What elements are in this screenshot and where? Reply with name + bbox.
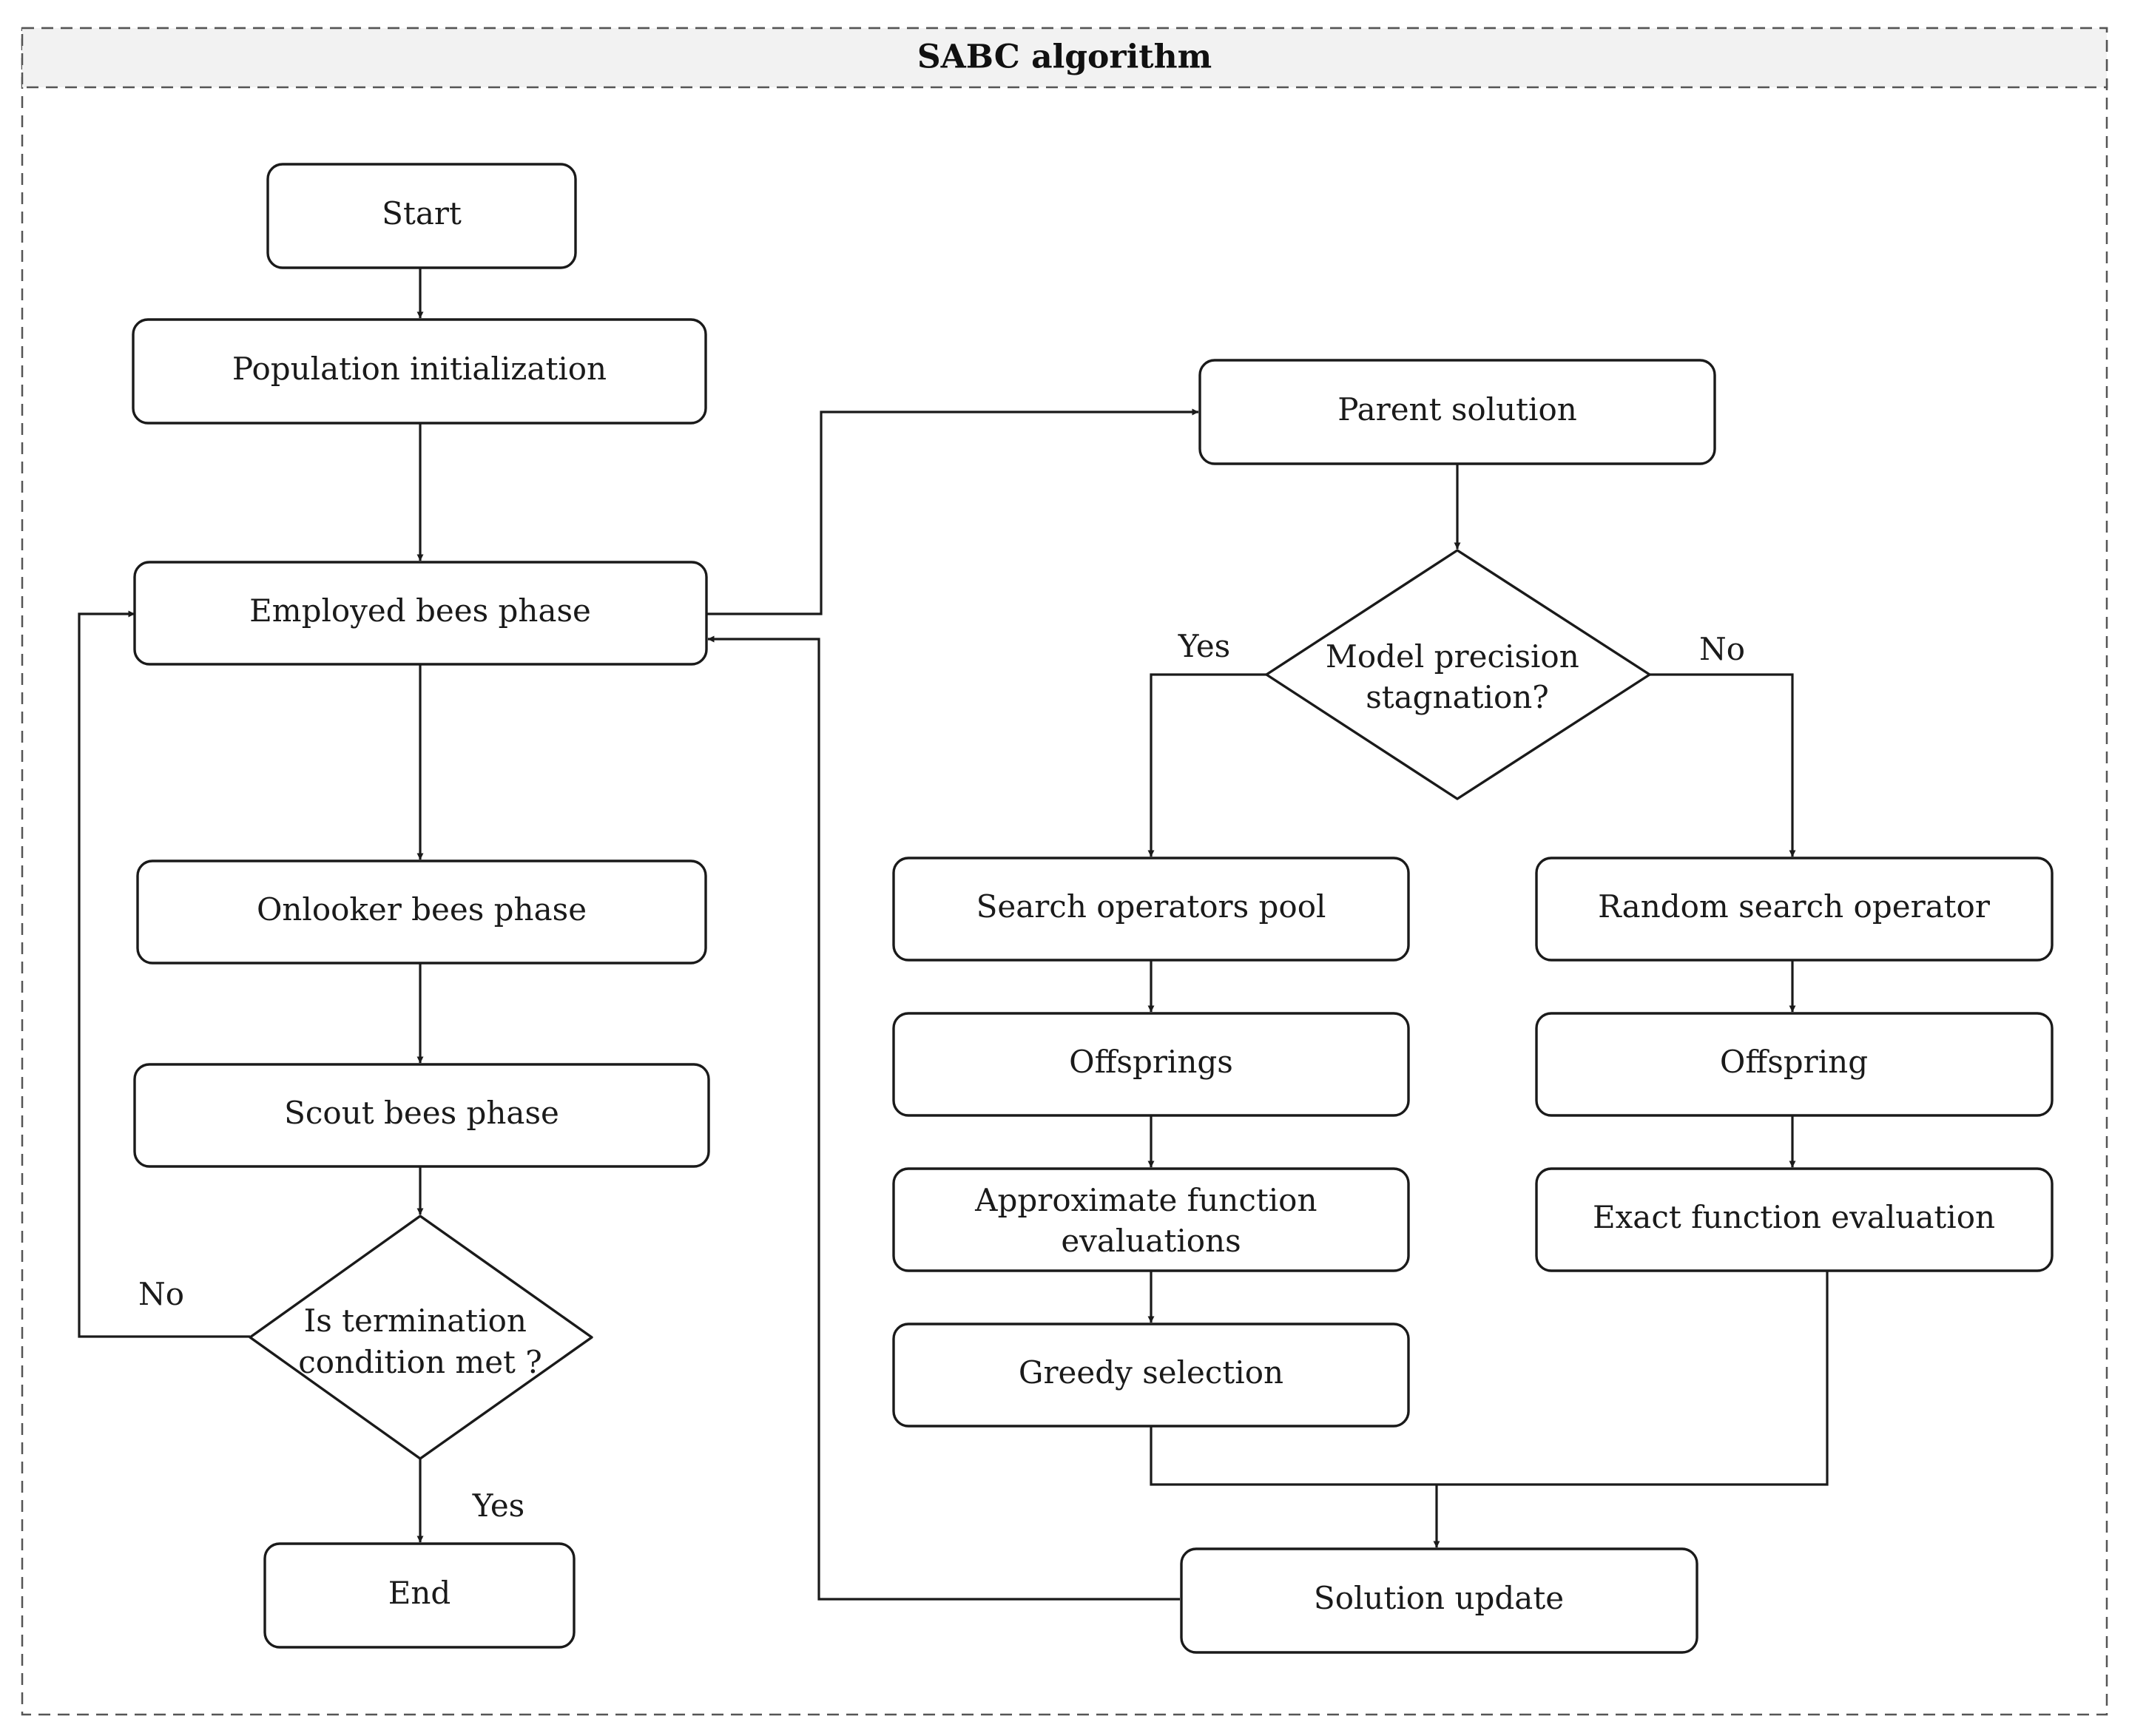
node-stagnation-line-1: Model precision xyxy=(1326,638,1579,675)
node-start-label: Start xyxy=(382,195,462,232)
termination-yes-label: Yes xyxy=(472,1487,525,1524)
node-search-pool-label: Search operators pool xyxy=(976,888,1326,925)
stagnation-yes-label: Yes xyxy=(1178,628,1231,664)
node-greedy: Greedy selection xyxy=(892,1323,1410,1428)
edge-merge-branches xyxy=(1150,1271,1829,1486)
stagnation-no-label: No xyxy=(1699,631,1745,667)
node-scout-box xyxy=(133,1063,710,1168)
node-population-init: Population initialization xyxy=(132,318,707,425)
node-onlooker: Onlooker bees phase xyxy=(136,859,707,965)
node-greedy-box xyxy=(892,1323,1410,1428)
node-offspring-label: Offspring xyxy=(1720,1044,1868,1080)
node-exact-eval-label: Exact function evaluation xyxy=(1593,1199,1995,1235)
node-onlooker-box xyxy=(136,859,707,965)
node-termination-line-1: Is termination xyxy=(304,1303,527,1339)
node-parent: Parent solution xyxy=(1198,359,1716,465)
node-offspring-box xyxy=(1535,1012,2054,1117)
node-update-box xyxy=(1180,1547,1698,1654)
node-termination-line-2: condition met ? xyxy=(298,1344,542,1380)
node-approx-eval: Approximate function evaluations xyxy=(892,1167,1410,1272)
connectors xyxy=(78,268,1829,1601)
node-termination: Is termination condition met ? xyxy=(249,1215,593,1460)
node-search-pool: Search operators pool xyxy=(892,857,1410,962)
node-approx-eval-label: Approximate function evaluations xyxy=(974,1182,1327,1259)
title-band xyxy=(21,27,2108,89)
node-termination-label: Is termination condition met ? xyxy=(298,1303,542,1380)
edge-stagnation-yes xyxy=(1147,673,1269,857)
edge-termination-no-loop xyxy=(78,610,250,1338)
node-scout-label: Scout bees phase xyxy=(284,1095,559,1131)
node-random-op-label: Random search operator xyxy=(1598,888,1991,925)
node-end-box xyxy=(263,1542,576,1649)
node-parent-label: Parent solution xyxy=(1337,391,1577,428)
node-offsprings: Offsprings xyxy=(892,1012,1410,1117)
node-stagnation-label: Model precision stagnation? xyxy=(1326,638,1589,715)
node-offsprings-box xyxy=(892,1012,1410,1117)
diagram-title: SABC algorithm xyxy=(917,38,1212,76)
node-exact-eval: Exact function evaluation xyxy=(1535,1167,2054,1272)
node-stagnation-line-2: stagnation? xyxy=(1366,679,1549,715)
node-termination-diamond xyxy=(249,1215,593,1460)
node-population-init-box xyxy=(132,318,707,425)
edge-update-to-employed xyxy=(707,635,1180,1601)
node-offsprings-label: Offsprings xyxy=(1069,1044,1233,1080)
node-exact-eval-box xyxy=(1535,1167,2054,1272)
node-scout: Scout bees phase xyxy=(133,1063,710,1168)
node-employed-label: Employed bees phase xyxy=(249,592,591,629)
node-employed-box xyxy=(133,561,708,666)
edge-employed-to-parent xyxy=(706,408,1199,615)
node-end: End xyxy=(263,1542,576,1649)
termination-no-label: No xyxy=(138,1276,184,1312)
node-approx-eval-line-2: evaluations xyxy=(1061,1223,1241,1259)
node-approx-eval-line-1: Approximate function xyxy=(974,1182,1317,1218)
node-end-label: End xyxy=(388,1575,451,1611)
node-stagnation-diamond xyxy=(1265,549,1651,800)
node-start-box xyxy=(266,163,577,269)
node-onlooker-label: Onlooker bees phase xyxy=(257,891,587,928)
node-greedy-label: Greedy selection xyxy=(1019,1354,1283,1391)
node-start: Start xyxy=(266,163,577,269)
node-search-pool-box xyxy=(892,857,1410,962)
node-update-label: Solution update xyxy=(1314,1580,1564,1616)
node-random-op: Random search operator xyxy=(1535,857,2054,962)
node-update: Solution update xyxy=(1180,1547,1698,1654)
node-stagnation: Model precision stagnation? xyxy=(1265,549,1651,800)
node-population-init-label: Population initialization xyxy=(232,351,607,387)
node-approx-eval-box xyxy=(892,1167,1410,1272)
node-parent-box xyxy=(1198,359,1716,465)
edge-stagnation-no xyxy=(1650,673,1796,857)
node-employed: Employed bees phase xyxy=(133,561,708,666)
node-offspring: Offspring xyxy=(1535,1012,2054,1117)
node-random-op-box xyxy=(1535,857,2054,962)
